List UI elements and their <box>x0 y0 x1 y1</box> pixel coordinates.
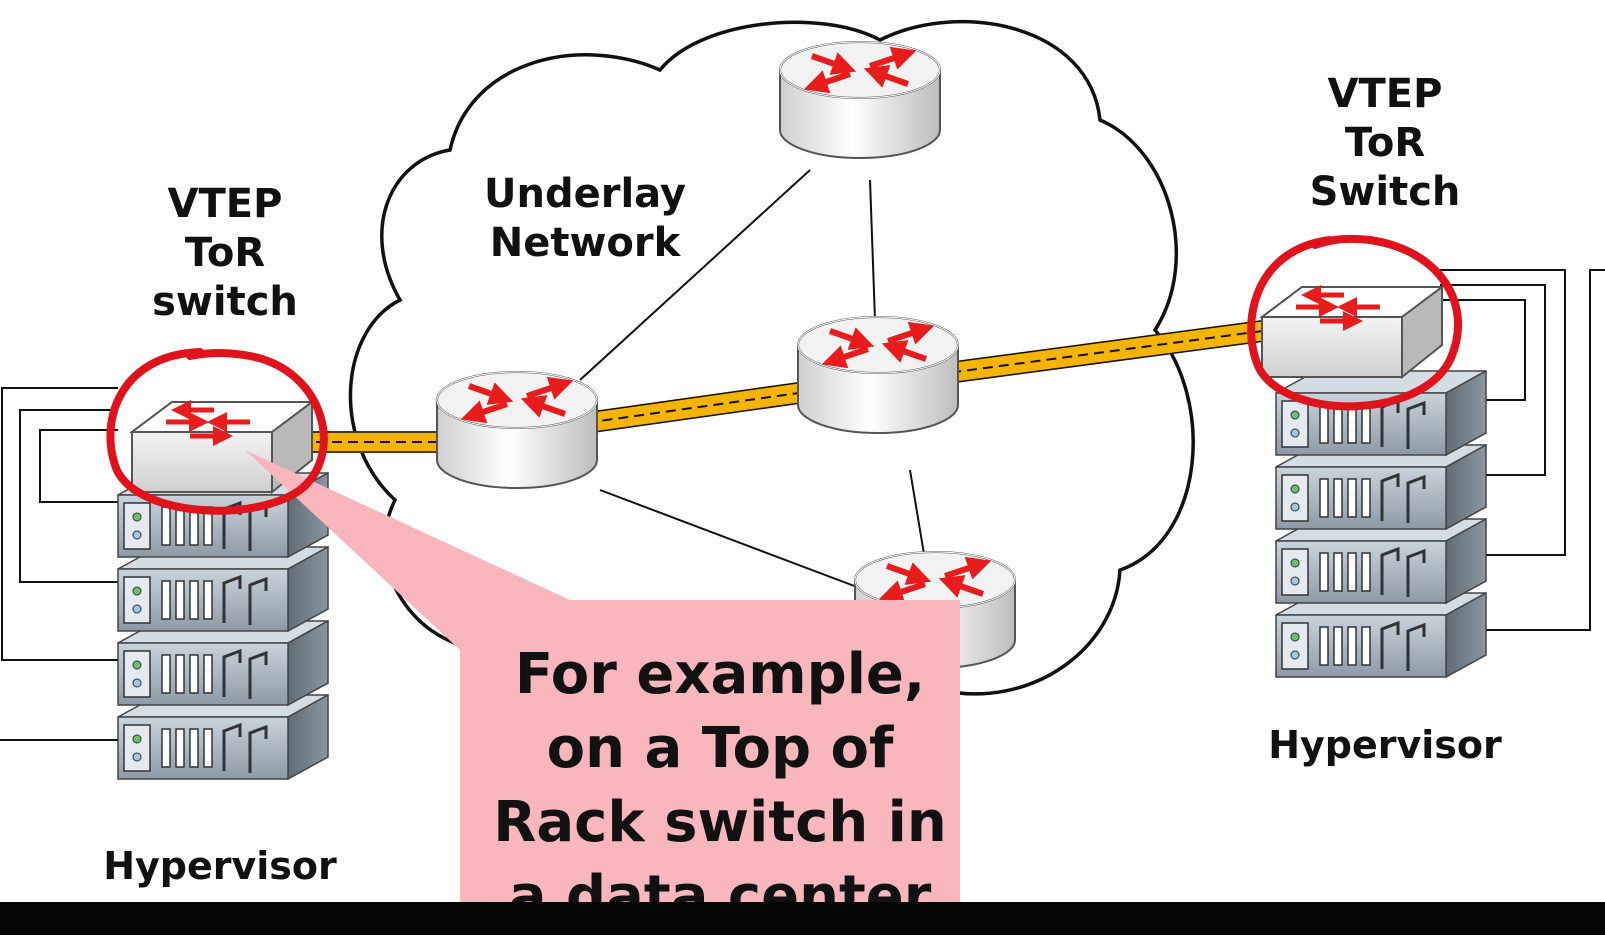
underlay-network-label: Underlay Network <box>470 170 700 268</box>
callout-line: on a Top of <box>546 715 894 781</box>
server-icon <box>1274 591 1488 679</box>
right-vtep-label: VTEP ToR Switch <box>1305 70 1465 216</box>
highlight-circle-left <box>106 348 328 515</box>
right-rack-wires <box>1440 269 1605 631</box>
switch-icon-right <box>1262 287 1442 377</box>
server-stack-right <box>1274 369 1488 679</box>
highlight-circle-right <box>1247 234 1462 411</box>
callout-box <box>245 450 960 935</box>
router-icon-center <box>798 317 958 433</box>
callout-text: For example, on a Top of Rack switch in … <box>470 638 970 934</box>
label-line: Network <box>489 219 681 266</box>
label-line: VTEP <box>1327 71 1443 117</box>
label-line: VTEP <box>167 181 283 227</box>
left-vtep-label: VTEP ToR switch <box>145 180 305 326</box>
hypervisor-left-label: Hypervisor <box>103 844 337 888</box>
router-icon-top <box>780 42 940 158</box>
underlay-links <box>579 169 926 591</box>
hypervisor-right-label: Hypervisor <box>1268 723 1502 767</box>
server-icon <box>1274 517 1488 605</box>
label-line: Underlay <box>484 171 686 217</box>
left-rack-wires <box>0 387 118 741</box>
callout-line: For example, <box>514 642 926 707</box>
label-line: switch <box>152 278 298 325</box>
server-icon <box>1274 369 1488 457</box>
underlay-cloud <box>348 20 1195 733</box>
bottom-bar <box>0 902 1605 935</box>
server-icon <box>1274 443 1488 531</box>
server-icon <box>116 693 330 781</box>
label-line: Switch <box>1309 168 1461 215</box>
server-stack-left <box>116 471 330 781</box>
vxlan-tunnel <box>300 319 1273 453</box>
server-icon <box>116 619 330 707</box>
server-icon <box>116 545 330 633</box>
router-icon-left <box>437 372 597 488</box>
label-line: ToR <box>1344 119 1426 166</box>
callout-line: Rack switch in <box>493 789 947 855</box>
label-line: ToR <box>184 229 266 276</box>
